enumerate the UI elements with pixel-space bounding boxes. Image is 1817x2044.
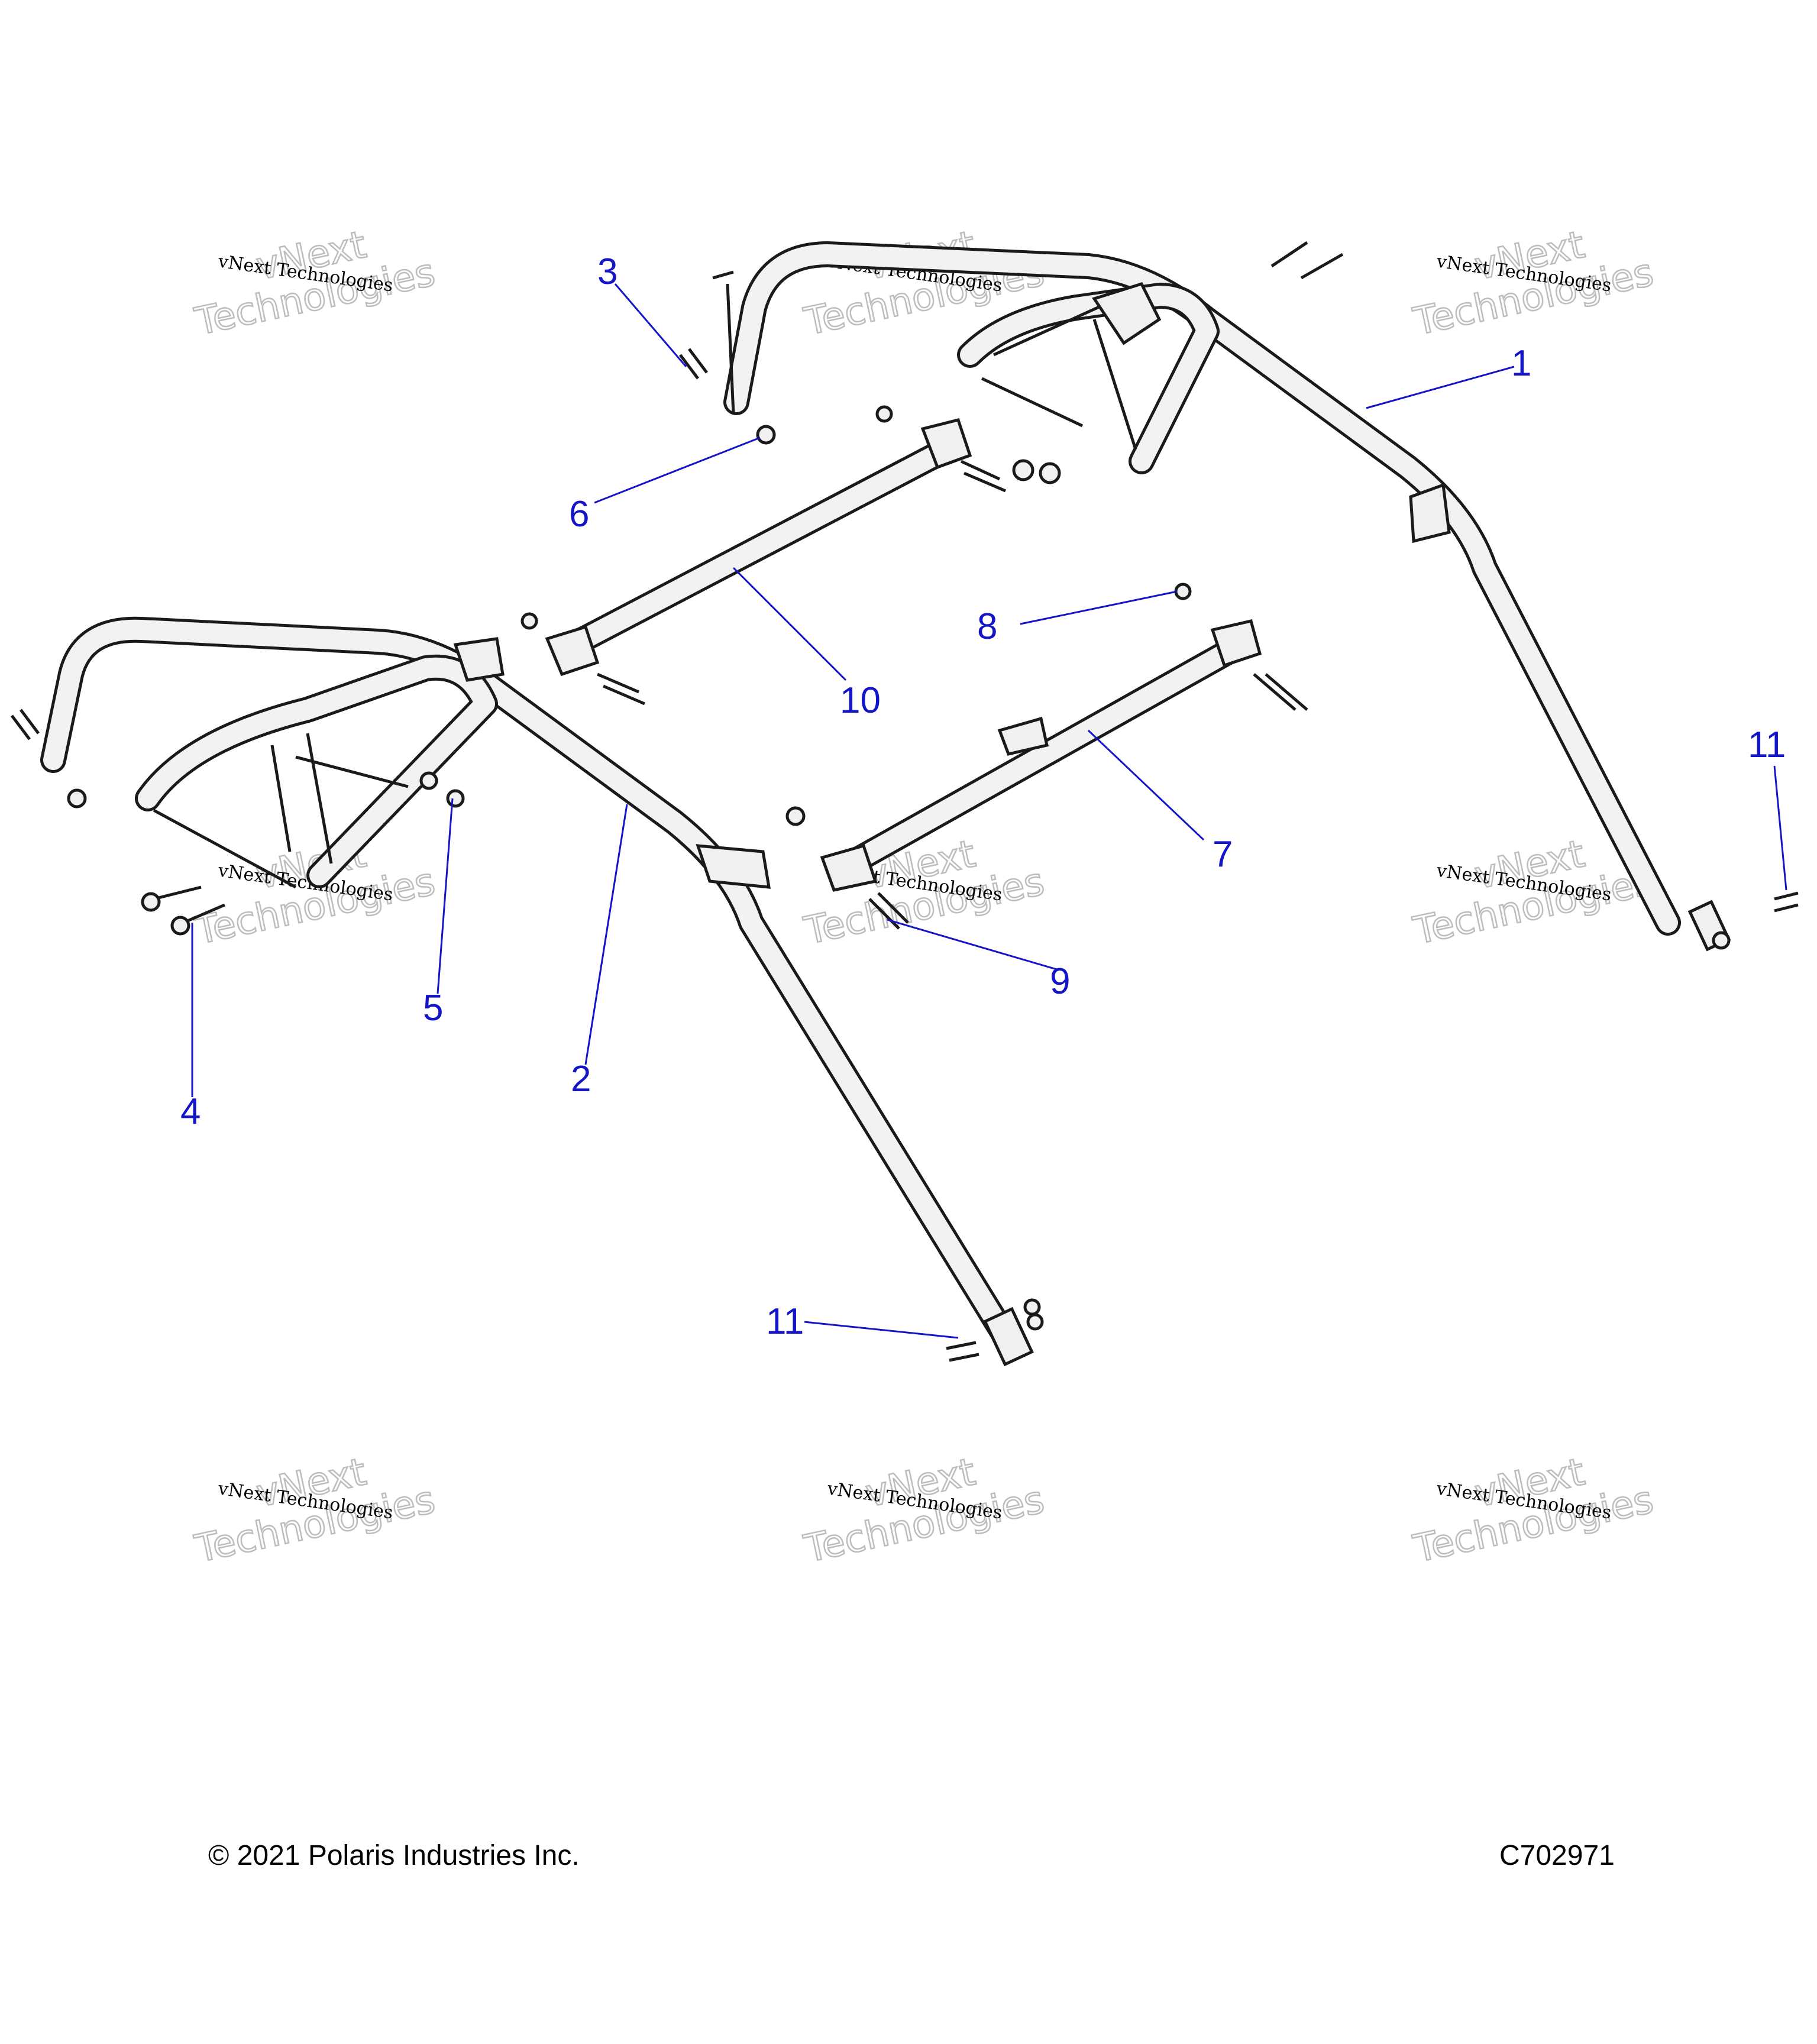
part-10-upper-crossbar	[545, 418, 972, 677]
leader-10	[732, 567, 847, 681]
callout-5: 5	[423, 988, 443, 1029]
fasteners	[11, 241, 1799, 1362]
leader-2	[584, 804, 628, 1065]
callout-2: 2	[571, 1059, 591, 1099]
part-1-rear-cage	[712, 241, 1731, 952]
leader-5	[437, 798, 454, 994]
leader-7	[1087, 729, 1205, 841]
part-2-front-cage	[40, 616, 1034, 1367]
callout-7: 7	[1213, 834, 1233, 875]
callout-4: 4	[180, 1091, 201, 1132]
callout-8: 8	[977, 606, 997, 647]
watermark-group: Technologies vNext vNext Technologies Te…	[190, 222, 1658, 1572]
callout-11b: 11	[1748, 725, 1786, 765]
leader-1	[1366, 366, 1515, 409]
callout-11a: 11	[766, 1301, 804, 1342]
copyright-text: © 2021 Polaris Industries Inc.	[208, 1840, 580, 1871]
leader-11a	[804, 1321, 959, 1339]
leader-8	[1020, 590, 1178, 625]
callout-labels: 1 2 3 4 5 6 7 8 9 10 11 11	[180, 251, 1786, 1342]
leader-6	[594, 436, 761, 504]
callout-9: 9	[1050, 961, 1070, 1002]
part-7-lower-crossbar	[820, 619, 1262, 892]
leader-9	[887, 918, 1059, 971]
callout-3: 3	[597, 251, 617, 292]
callout-1: 1	[1511, 343, 1531, 384]
leader-3	[614, 283, 687, 367]
callout-10: 10	[840, 680, 881, 721]
callout-6: 6	[569, 494, 589, 535]
leader-lines	[191, 283, 1787, 1339]
leader-11b	[1773, 765, 1787, 891]
diagram-code: C702971	[1499, 1840, 1615, 1871]
